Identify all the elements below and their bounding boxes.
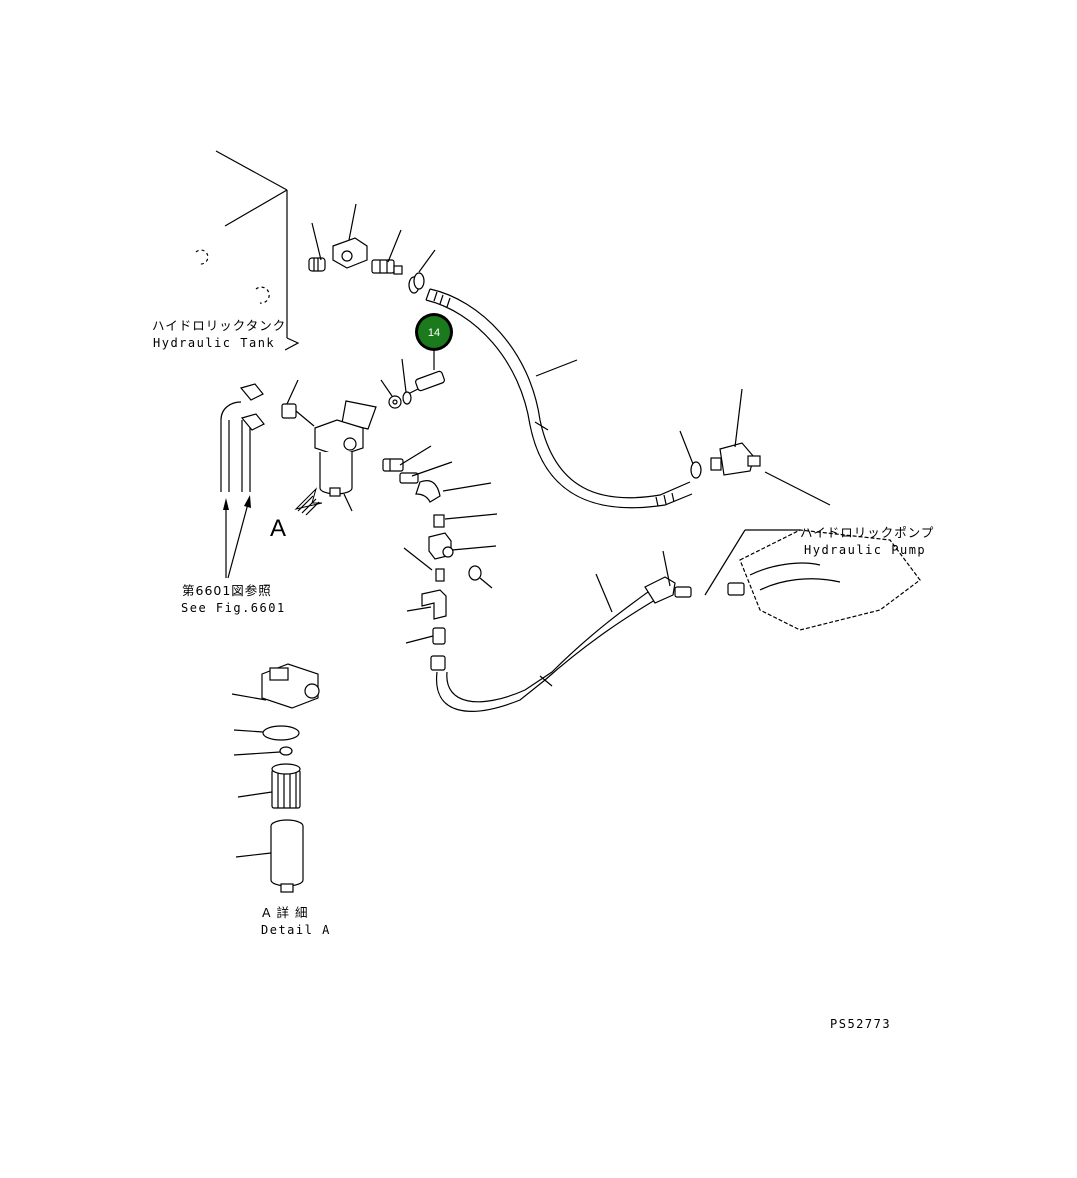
hydraulic-pump — [704, 471, 921, 631]
pump-label-en: Hydraulic Pump — [804, 543, 926, 557]
hydraulic-tank — [195, 150, 300, 351]
callout-14[interactable]: 14 — [415, 313, 453, 351]
tank-label-en: Hydraulic Tank — [153, 336, 275, 350]
drawing-number: PS52773 — [830, 1017, 891, 1031]
filter-outlet-fittings — [382, 445, 498, 671]
view-letter: A — [270, 515, 286, 542]
see-fig-label-jp: 第6601図参照 — [182, 583, 272, 598]
tank-label-jp: ハイドロリックタンク — [152, 318, 286, 333]
lower-hose — [436, 550, 692, 712]
tank-fittings — [308, 203, 436, 294]
view-arrow — [294, 487, 323, 516]
detail-label-en: Detail A — [261, 923, 331, 937]
detail-a-exploded — [231, 663, 320, 893]
bolt-assembly — [380, 348, 445, 409]
upper-hose — [425, 288, 693, 509]
detail-label-jp: A 詳 細 — [262, 905, 309, 920]
see-fig-label-en: See Fig.6601 — [181, 601, 286, 615]
fig-6601-piping — [220, 383, 265, 579]
filter-assembly — [281, 379, 377, 512]
callout-number: 14 — [428, 327, 440, 339]
pump-label-jp: ハイドロリックポンプ — [800, 525, 934, 540]
pump-inlet-fittings — [679, 388, 761, 479]
